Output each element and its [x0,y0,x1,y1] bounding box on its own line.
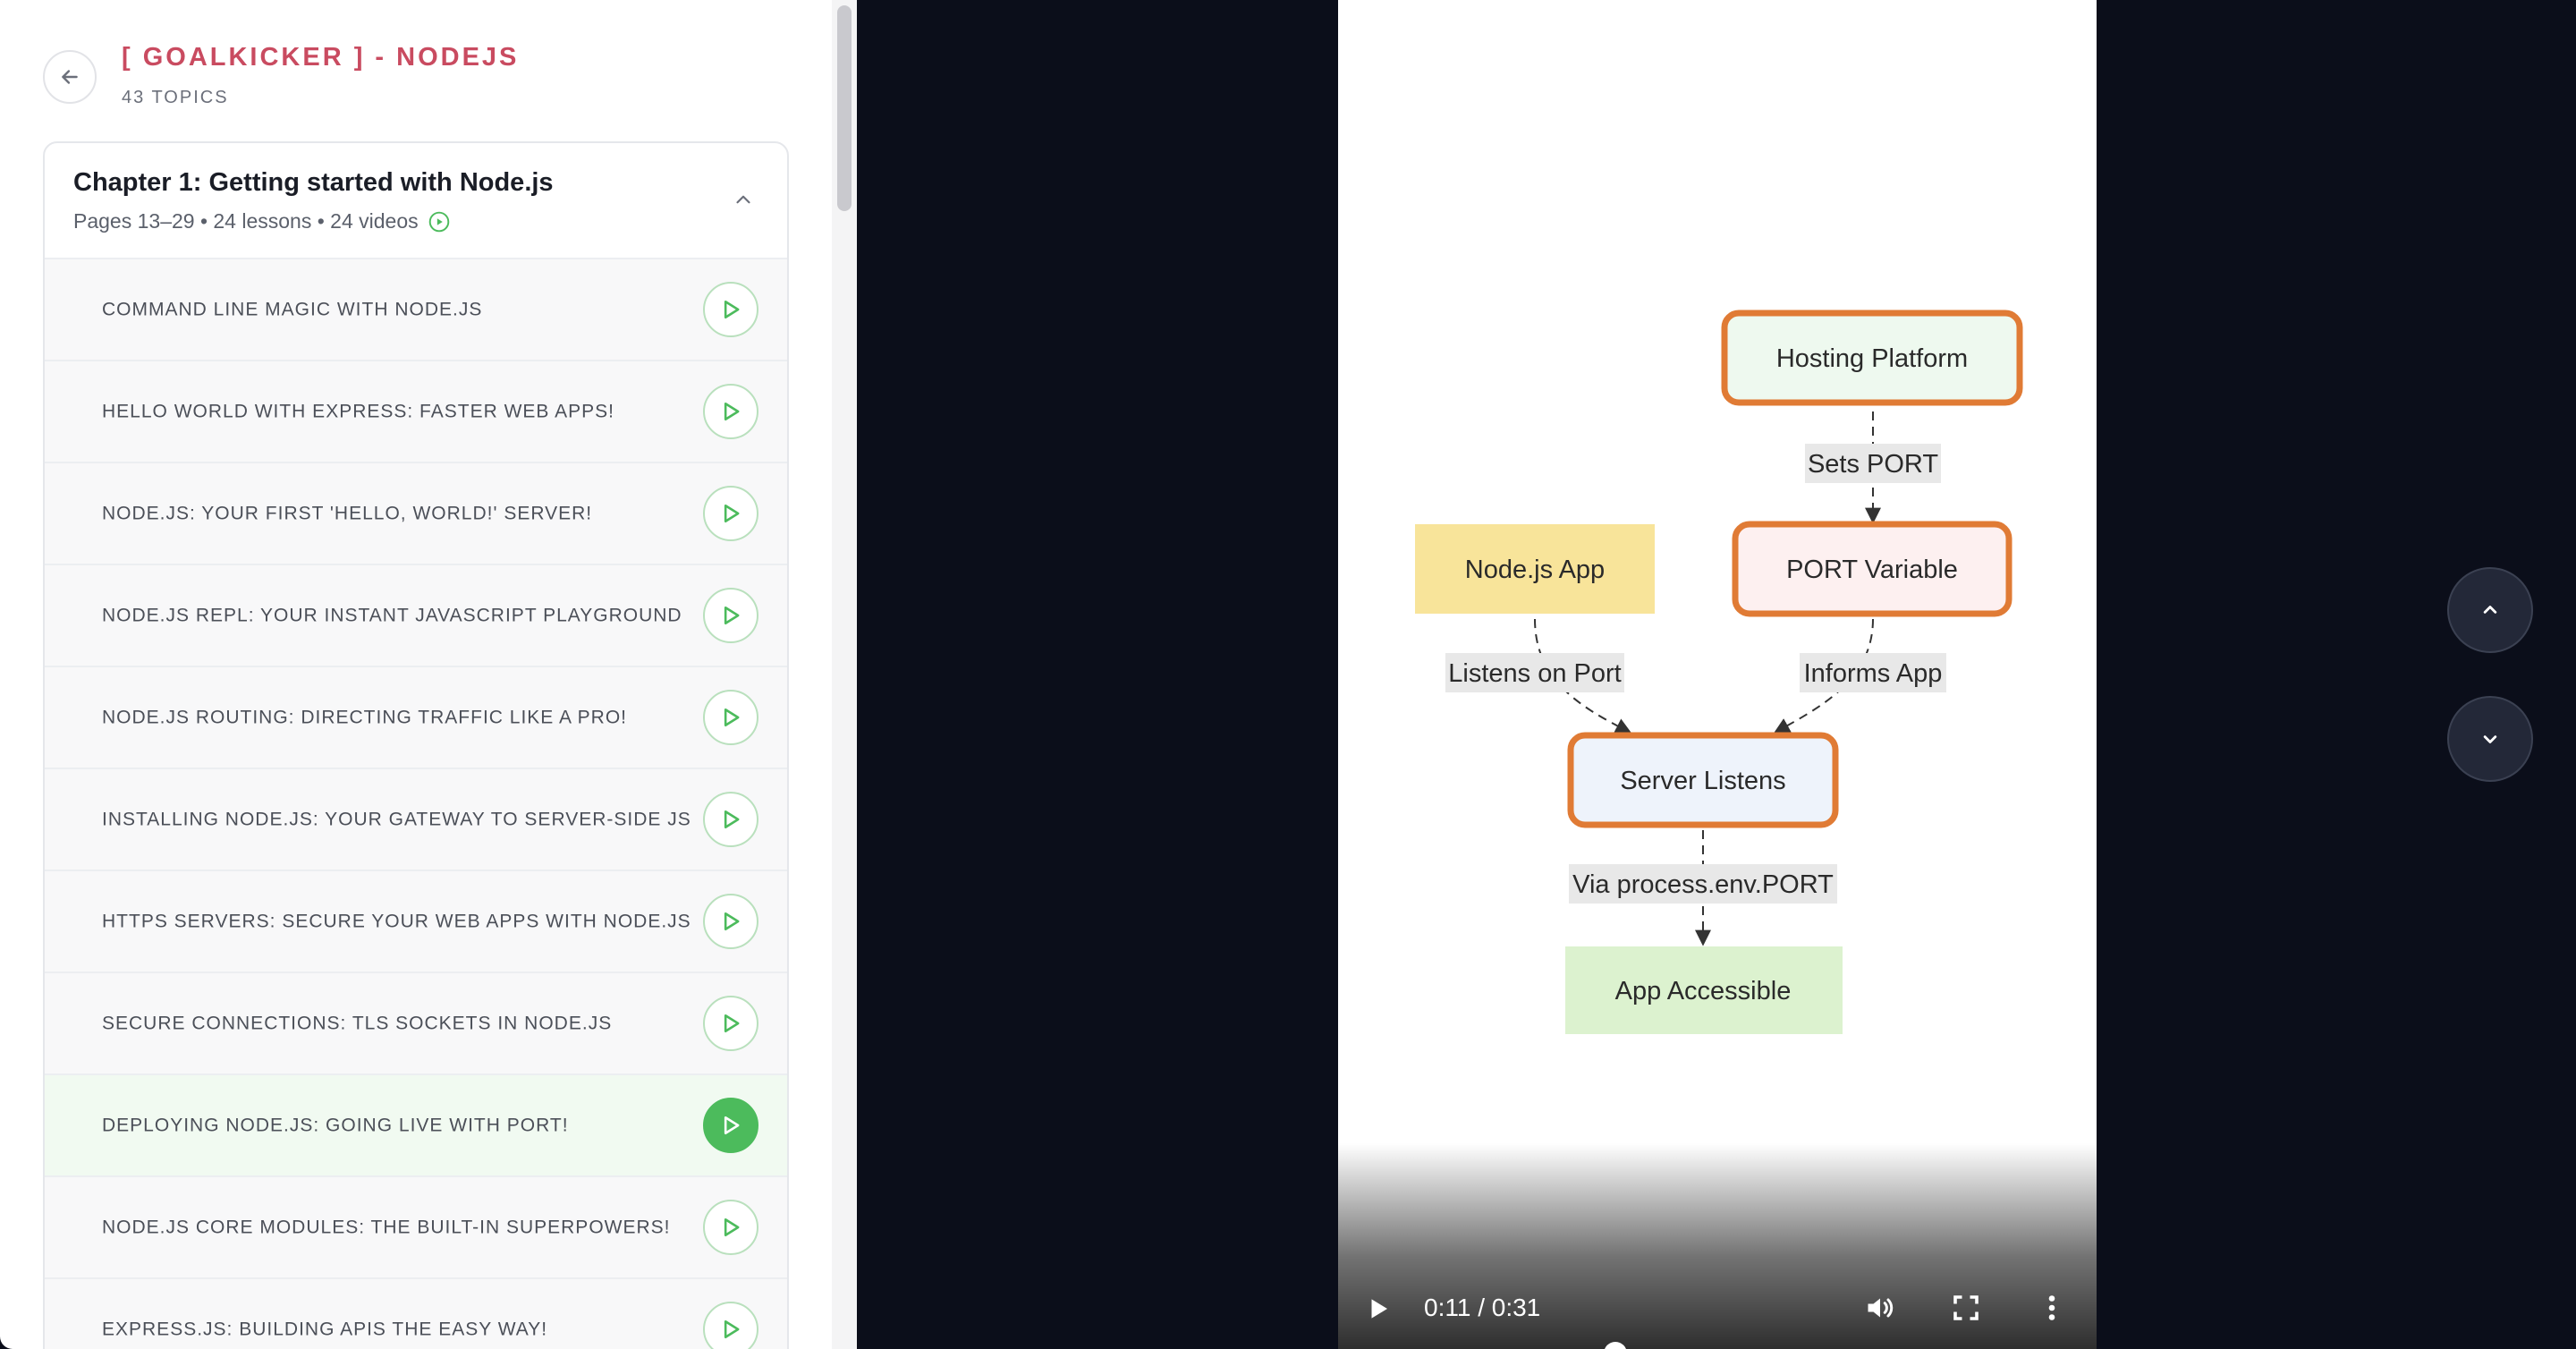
node-server-listens-text: Server Listens [1620,767,1785,795]
chapter-meta-text: Pages 13–29 • 24 lessons • 24 videos [73,209,419,233]
course-title: [ GOALKICKER ] - NODEJS [122,43,520,72]
lesson-item[interactable]: HTTPS SERVERS: SECURE YOUR WEB APPS WITH… [45,871,787,973]
next-video-button[interactable] [2447,696,2533,782]
play-icon [1371,1299,1387,1319]
play-icon [724,708,740,727]
lesson-item[interactable]: NODE.JS REPL: YOUR INSTANT JAVASCRIPT PL… [45,565,787,667]
play-icon [724,300,740,319]
lesson-play-button[interactable] [703,1098,758,1153]
play-icon [724,606,740,625]
scrollbar-thumb[interactable] [837,5,852,211]
edge-label-listens-on-port-text: Listens on Port [1448,659,1621,688]
lesson-label: COMMAND LINE MAGIC WITH NODE.JS [102,299,483,320]
node-hosting-platform-text: Hosting Platform [1776,344,1968,373]
video-player[interactable]: Sets PORT Listens on Port Informs App Vi… [1338,0,2097,1349]
lesson-item[interactable]: EXPRESS.JS: BUILDING APIS THE EASY WAY! [45,1279,787,1349]
node-port-variable-text: PORT Variable [1786,556,1958,584]
fullscreen-button[interactable] [1950,1292,1982,1328]
lesson-label: NODE.JS ROUTING: DIRECTING TRAFFIC LIKE … [102,707,628,728]
edge-label-via-env-text: Via process.env.PORT [1572,870,1834,899]
arrow-left-icon [62,70,78,84]
lesson-item[interactable]: NODE.JS CORE MODULES: THE BUILT-IN SUPER… [45,1177,787,1279]
flow-diagram: Sets PORT Listens on Port Informs App Vi… [1415,310,2023,1034]
play-icon [724,1319,740,1339]
video-time: 0:11 / 0:31 [1424,1294,1541,1321]
lesson-label: NODE.JS REPL: YOUR INSTANT JAVASCRIPT PL… [102,605,682,626]
chevron-down-icon [2483,735,2497,743]
lesson-play-button[interactable] [703,792,758,847]
lesson-item[interactable]: HELLO WORLD WITH EXPRESS: FASTER WEB APP… [45,361,787,463]
edge-label-sets-port: Sets PORT [1805,444,1941,483]
video-count-icon [428,211,449,232]
lesson-play-button[interactable] [703,894,758,949]
lesson-item[interactable]: NODE.JS: YOUR FIRST 'HELLO, WORLD!' SERV… [45,463,787,565]
lesson-item[interactable]: NODE.JS ROUTING: DIRECTING TRAFFIC LIKE … [45,667,787,769]
lesson-play-button[interactable] [703,1200,758,1255]
play-icon [724,1014,740,1033]
volume-icon [1868,1298,1894,1318]
node-nodejs-app: Node.js App [1415,524,1655,614]
lesson-play-button[interactable] [703,282,758,337]
node-app-accessible: App Accessible [1565,946,1843,1034]
topics-count: 43 TOPICS [122,88,229,107]
volume-button[interactable] [1864,1292,1896,1328]
lesson-play-button[interactable] [703,690,758,745]
chapter-collapse-toggle[interactable] [732,188,755,216]
lesson-item[interactable]: COMMAND LINE MAGIC WITH NODE.JS [45,259,787,361]
more-vertical-icon [2048,1295,2055,1320]
previous-video-button[interactable] [2447,567,2533,653]
chapter-header[interactable]: Chapter 1: Getting started with Node.js … [45,143,787,259]
play-icon [724,912,740,931]
edge-label-via-env: Via process.env.PORT [1569,864,1837,904]
node-app-accessible-text: App Accessible [1615,977,1792,1005]
lesson-list: COMMAND LINE MAGIC WITH NODE.JS HELLO WOR… [45,259,787,1349]
play-icon [724,1116,740,1135]
play-icon [724,504,740,523]
lesson-play-button[interactable] [703,588,758,643]
back-button[interactable] [43,50,97,104]
lesson-label: DEPLOYING NODE.JS: GOING LIVE WITH PORT! [102,1115,569,1136]
fullscreen-icon [1953,1295,1979,1320]
course-sidebar: [ GOALKICKER ] - NODEJS 43 TOPICS Chapte… [0,0,857,1349]
video-play-button[interactable] [1365,1295,1392,1327]
lesson-label: SECURE CONNECTIONS: TLS SOCKETS IN NODE.… [102,1013,613,1034]
node-hosting-platform: Hosting Platform [1721,310,2023,406]
lesson-label: NODE.JS CORE MODULES: THE BUILT-IN SUPER… [102,1217,671,1238]
lesson-play-button[interactable] [703,1302,758,1349]
lesson-play-button[interactable] [703,486,758,541]
edge-label-informs-app-text: Informs App [1804,659,1943,688]
play-icon [724,402,740,421]
lesson-item[interactable]: SECURE CONNECTIONS: TLS SOCKETS IN NODE.… [45,973,787,1075]
sidebar-scrollbar[interactable] [832,0,857,1349]
edge-label-listens-on-port: Listens on Port [1445,653,1624,692]
lesson-label: EXPRESS.JS: BUILDING APIS THE EASY WAY! [102,1319,548,1340]
lesson-play-button[interactable] [703,384,758,439]
lesson-item-active[interactable]: DEPLOYING NODE.JS: GOING LIVE WITH PORT! [45,1075,787,1177]
chapter-card: Chapter 1: Getting started with Node.js … [43,141,789,1349]
edge-label-sets-port-text: Sets PORT [1808,450,1938,479]
video-progress-handle[interactable] [1604,1342,1628,1349]
chapter-title: Chapter 1: Getting started with Node.js [73,168,554,197]
lesson-play-button[interactable] [703,996,758,1051]
play-icon [724,1217,740,1237]
node-nodejs-app-text: Node.js App [1465,556,1605,584]
node-server-listens: Server Listens [1567,732,1839,828]
chevron-up-icon [2483,606,2497,614]
lesson-item[interactable]: INSTALLING NODE.JS: YOUR GATEWAY TO SERV… [45,769,787,871]
chapter-meta: Pages 13–29 • 24 lessons • 24 videos [73,209,451,233]
video-controls: 0:11 / 0:31 [1338,1143,2097,1349]
lesson-label: NODE.JS: YOUR FIRST 'HELLO, WORLD!' SERV… [102,503,593,524]
chevron-up-icon [736,195,750,204]
node-port-variable: PORT Variable [1732,521,2012,617]
play-icon [724,810,740,829]
edge-label-informs-app: Informs App [1800,653,1946,692]
more-options-button[interactable] [2036,1292,2068,1328]
lesson-label: HTTPS SERVERS: SECURE YOUR WEB APPS WITH… [102,911,691,932]
lesson-label: HELLO WORLD WITH EXPRESS: FASTER WEB APP… [102,401,614,422]
lesson-label: INSTALLING NODE.JS: YOUR GATEWAY TO SERV… [102,809,691,830]
